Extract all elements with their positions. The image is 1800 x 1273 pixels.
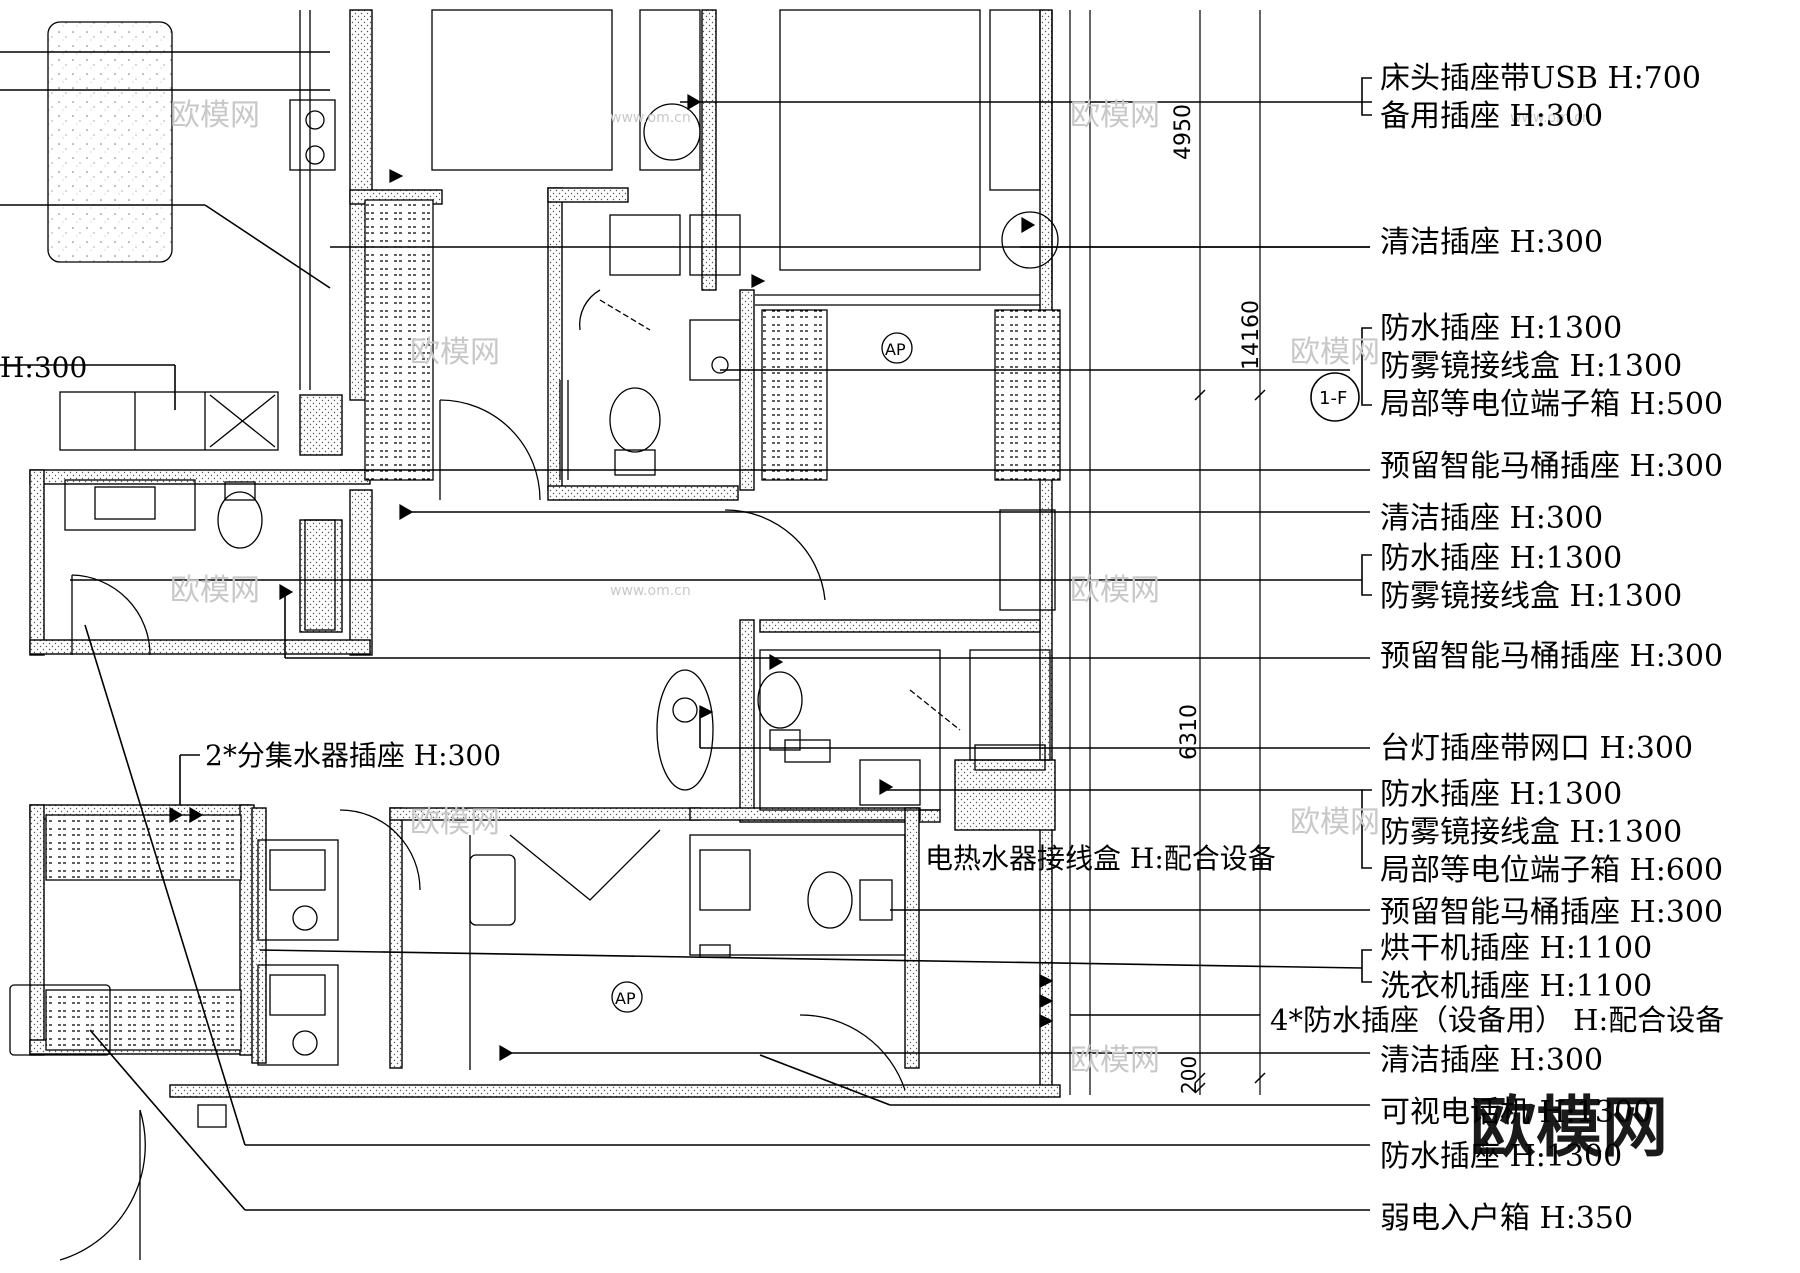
label-clean-3: 清洁插座 H:300	[1380, 1043, 1603, 1078]
label-toilet-3: 预留智能马桶插座 H:300	[1380, 895, 1723, 930]
bath-lower	[689, 834, 906, 958]
section-marker: 1-F	[1310, 372, 1360, 422]
upper-walls-lines	[299, 9, 1053, 390]
watermark-logo: 欧模网	[1470, 1089, 1668, 1166]
dim-200: 200	[1177, 1056, 1201, 1094]
leader-lines	[0, 51, 1372, 1211]
doors-bottom	[9, 984, 906, 1261]
label-heater-box: 电热水器接线盒 H:配合设备	[925, 842, 1276, 875]
ap-tag-1: AP	[881, 332, 913, 364]
label-intercom: 可视电话机 H:1300	[1380, 1095, 1652, 1130]
label-lamp-net: 台灯插座带网口 H:300	[1380, 731, 1693, 766]
wm-8: www.om.cn	[610, 583, 691, 599]
wm-3: 欧模网	[1070, 98, 1160, 133]
bath-central	[559, 214, 741, 480]
dim-6310: 6310	[1177, 704, 1202, 760]
label-washer: 洗衣机插座 H:1100	[1380, 969, 1652, 1004]
wm-10: 欧模网	[410, 805, 500, 840]
label-equip-box-1: 局部等电位端子箱 H:500	[1380, 387, 1723, 422]
label-mirror-1: 防雾镜接线盒 H:1300	[1380, 349, 1682, 384]
label-clean-1: 清洁插座 H:300	[1380, 225, 1603, 260]
label-waterproof-5: 防水插座 H:1300	[1380, 1139, 1622, 1174]
label-weak-box: 弱电入户箱 H:350	[1380, 1201, 1633, 1236]
wm-11: 欧模网	[1290, 805, 1380, 840]
label-toilet-1: 预留智能马桶插座 H:300	[1380, 449, 1723, 484]
bath-middle	[656, 649, 1051, 811]
label-left-partial: H:300	[0, 351, 87, 384]
label-mirror-2: 防雾镜接线盒 H:1300	[1380, 579, 1682, 614]
label-manifold: 2*分集水器插座 H:300	[205, 739, 501, 772]
label-equip-box-2: 局部等电位端子箱 H:600	[1380, 853, 1723, 888]
label-waterproof-1: 防水插座 H:1300	[1380, 311, 1622, 346]
grid-lines	[1069, 10, 1261, 1095]
label-spare-socket: 备用插座 H:300	[1380, 99, 1603, 134]
legend-labels: 床头插座带USB H:700 备用插座 H:300 清洁插座 H:300 防水插…	[1270, 61, 1724, 1236]
label-toilet-2: 预留智能马桶插座 H:300	[1380, 639, 1723, 674]
dim-14160: 14160	[1239, 300, 1264, 370]
label-dryer: 烘干机插座 H:1100	[1380, 931, 1652, 966]
label-waterproof-2: 防水插座 H:1300	[1380, 541, 1622, 576]
wm-5: 欧模网	[410, 335, 500, 370]
kitchen-counter	[59, 99, 336, 451]
wm-2: www.om.cn	[610, 110, 691, 126]
bath-upper-left	[64, 479, 336, 656]
label-bedside-usb: 床头插座带USB H:700	[1380, 61, 1701, 96]
kitchen-lower	[257, 809, 661, 1070]
outlet-symbols	[169, 93, 1054, 1062]
label-waterproof-4: 4*防水插座（设备用） H:配合设备	[1270, 1003, 1724, 1037]
wm-1: 欧模网	[170, 98, 260, 133]
storage-racks	[45, 199, 1061, 1051]
label-mirror-3: 防雾镜接线盒 H:1300	[1380, 815, 1682, 850]
dim-4950: 4950	[1171, 104, 1196, 160]
ap-tag-2-text: AP	[615, 989, 636, 1008]
wm-4: www.om.cn	[1510, 110, 1591, 126]
wm-7: 欧模网	[170, 573, 260, 608]
ap-tag-2: AP	[611, 981, 643, 1013]
wm-6: 欧模网	[1290, 335, 1380, 370]
watermarks: 欧模网 www.om.cn 欧模网 www.om.cn 欧模网 欧模网 欧模网 …	[170, 98, 1591, 1078]
dimension-ticks	[1194, 389, 1266, 1094]
section-marker-text: 1-F	[1319, 388, 1347, 409]
label-clean-2: 清洁插座 H:300	[1380, 501, 1603, 536]
wm-9: 欧模网	[1070, 573, 1160, 608]
stone-planter	[47, 21, 173, 263]
wm-12: 欧模网	[1070, 1043, 1160, 1078]
ap-tag-1-text: AP	[885, 340, 906, 359]
label-waterproof-3: 防水插座 H:1300	[1380, 777, 1622, 812]
